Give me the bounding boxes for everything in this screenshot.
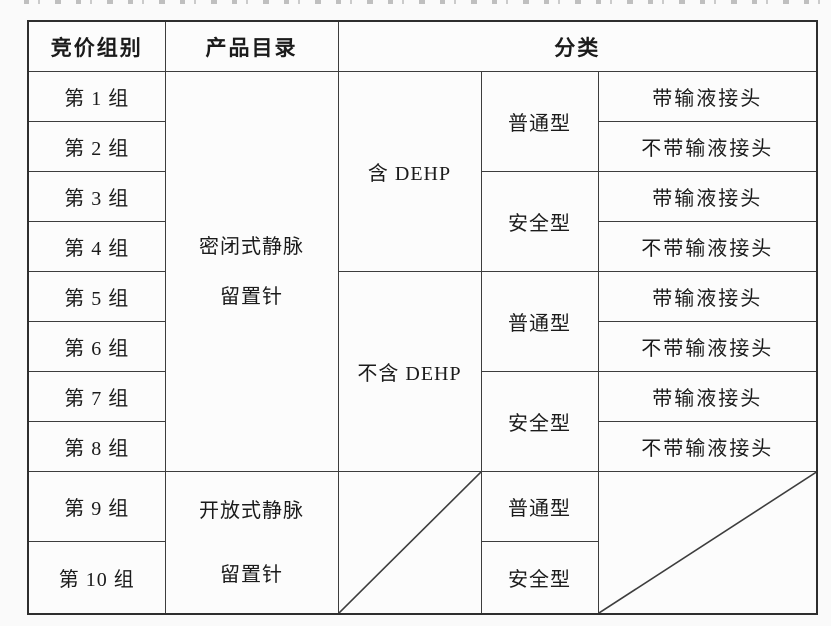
na-slash-cell xyxy=(337,471,482,615)
cell-type-ordinary: 普通型 xyxy=(480,271,599,372)
cropped-text-remnant xyxy=(24,0,820,4)
cell-group-3: 第 3 组 xyxy=(27,171,166,222)
cell-group-5: 第 5 组 xyxy=(27,271,166,322)
cell-group-9: 第 9 组 xyxy=(27,471,166,542)
table-row: 第 3 组 安全型 带输液接头 xyxy=(27,171,818,272)
cell-connector-with: 带输液接头 xyxy=(597,271,818,322)
catalog-name-line: 留置针 xyxy=(220,563,283,586)
cell-connector-without: 不带输液接头 xyxy=(597,221,818,272)
table-row: 第 10 组 安全型 xyxy=(27,541,817,615)
na-slash-cell xyxy=(597,471,818,615)
bidding-classification-table: 竞价组别 产品目录 分类 第 1 组 密闭式静脉 留置针 含 DEHP 普通型 … xyxy=(27,20,819,615)
catalog-name-line: 开放式静脉 xyxy=(199,499,304,522)
table-row: 第 6 组 不带输液接头 xyxy=(27,321,818,372)
table-row: 第 4 组 不带输液接头 xyxy=(27,221,818,272)
cell-connector-with: 带输液接头 xyxy=(597,71,818,122)
table-row: 第 2 组 不带输液接头 xyxy=(27,121,818,172)
header-category: 分类 xyxy=(337,20,818,72)
diagonal-slash-icon xyxy=(339,472,480,613)
table-row: 第 1 组 密闭式静脉 留置针 含 DEHP 普通型 带输液接头 xyxy=(27,71,818,472)
cell-group-6: 第 6 组 xyxy=(27,321,166,372)
cell-group-7: 第 7 组 xyxy=(27,371,166,422)
cell-group-1: 第 1 组 xyxy=(27,71,166,122)
cell-type-ordinary: 普通型 xyxy=(480,471,599,542)
header-bidding-group: 竞价组别 xyxy=(27,20,166,72)
cell-group-8: 第 8 组 xyxy=(27,421,166,472)
cell-dehp-contains: 含 DEHP xyxy=(337,71,482,272)
cell-catalog-open-iv: 开放式静脉 留置针 xyxy=(164,471,339,615)
table-row: 第 8 组 不带输液接头 xyxy=(27,421,818,472)
cell-type-safety: 安全型 xyxy=(480,171,599,272)
catalog-name-line: 密闭式静脉 xyxy=(199,235,304,258)
table-row: 第 9 组 开放式静脉 留置针 普通型 xyxy=(27,471,818,615)
cell-dehp-not-contains: 不含 DEHP xyxy=(337,271,482,472)
cell-type-ordinary: 普通型 xyxy=(480,71,599,172)
cell-group-2: 第 2 组 xyxy=(27,121,166,172)
cell-connector-without: 不带输液接头 xyxy=(597,421,818,472)
cell-connector-with: 带输液接头 xyxy=(597,371,818,422)
cell-type-safety: 安全型 xyxy=(480,541,599,615)
cell-connector-with: 带输液接头 xyxy=(597,171,818,222)
cell-group-10: 第 10 组 xyxy=(27,541,166,615)
cell-group-4: 第 4 组 xyxy=(27,221,166,272)
header-product-catalog: 产品目录 xyxy=(164,20,339,72)
cell-connector-without: 不带输液接头 xyxy=(597,321,818,372)
cell-connector-without: 不带输液接头 xyxy=(597,121,818,172)
diagonal-slash-icon xyxy=(599,472,817,613)
header-row: 竞价组别 产品目录 分类 xyxy=(27,20,818,72)
cell-type-safety: 安全型 xyxy=(480,371,599,472)
table-row: 第 7 组 安全型 带输液接头 xyxy=(27,371,818,472)
cell-catalog-closed-iv: 密闭式静脉 留置针 xyxy=(164,71,339,472)
table-row: 第 5 组 不含 DEHP 普通型 带输液接头 xyxy=(27,271,818,472)
catalog-name-line: 留置针 xyxy=(220,285,283,308)
